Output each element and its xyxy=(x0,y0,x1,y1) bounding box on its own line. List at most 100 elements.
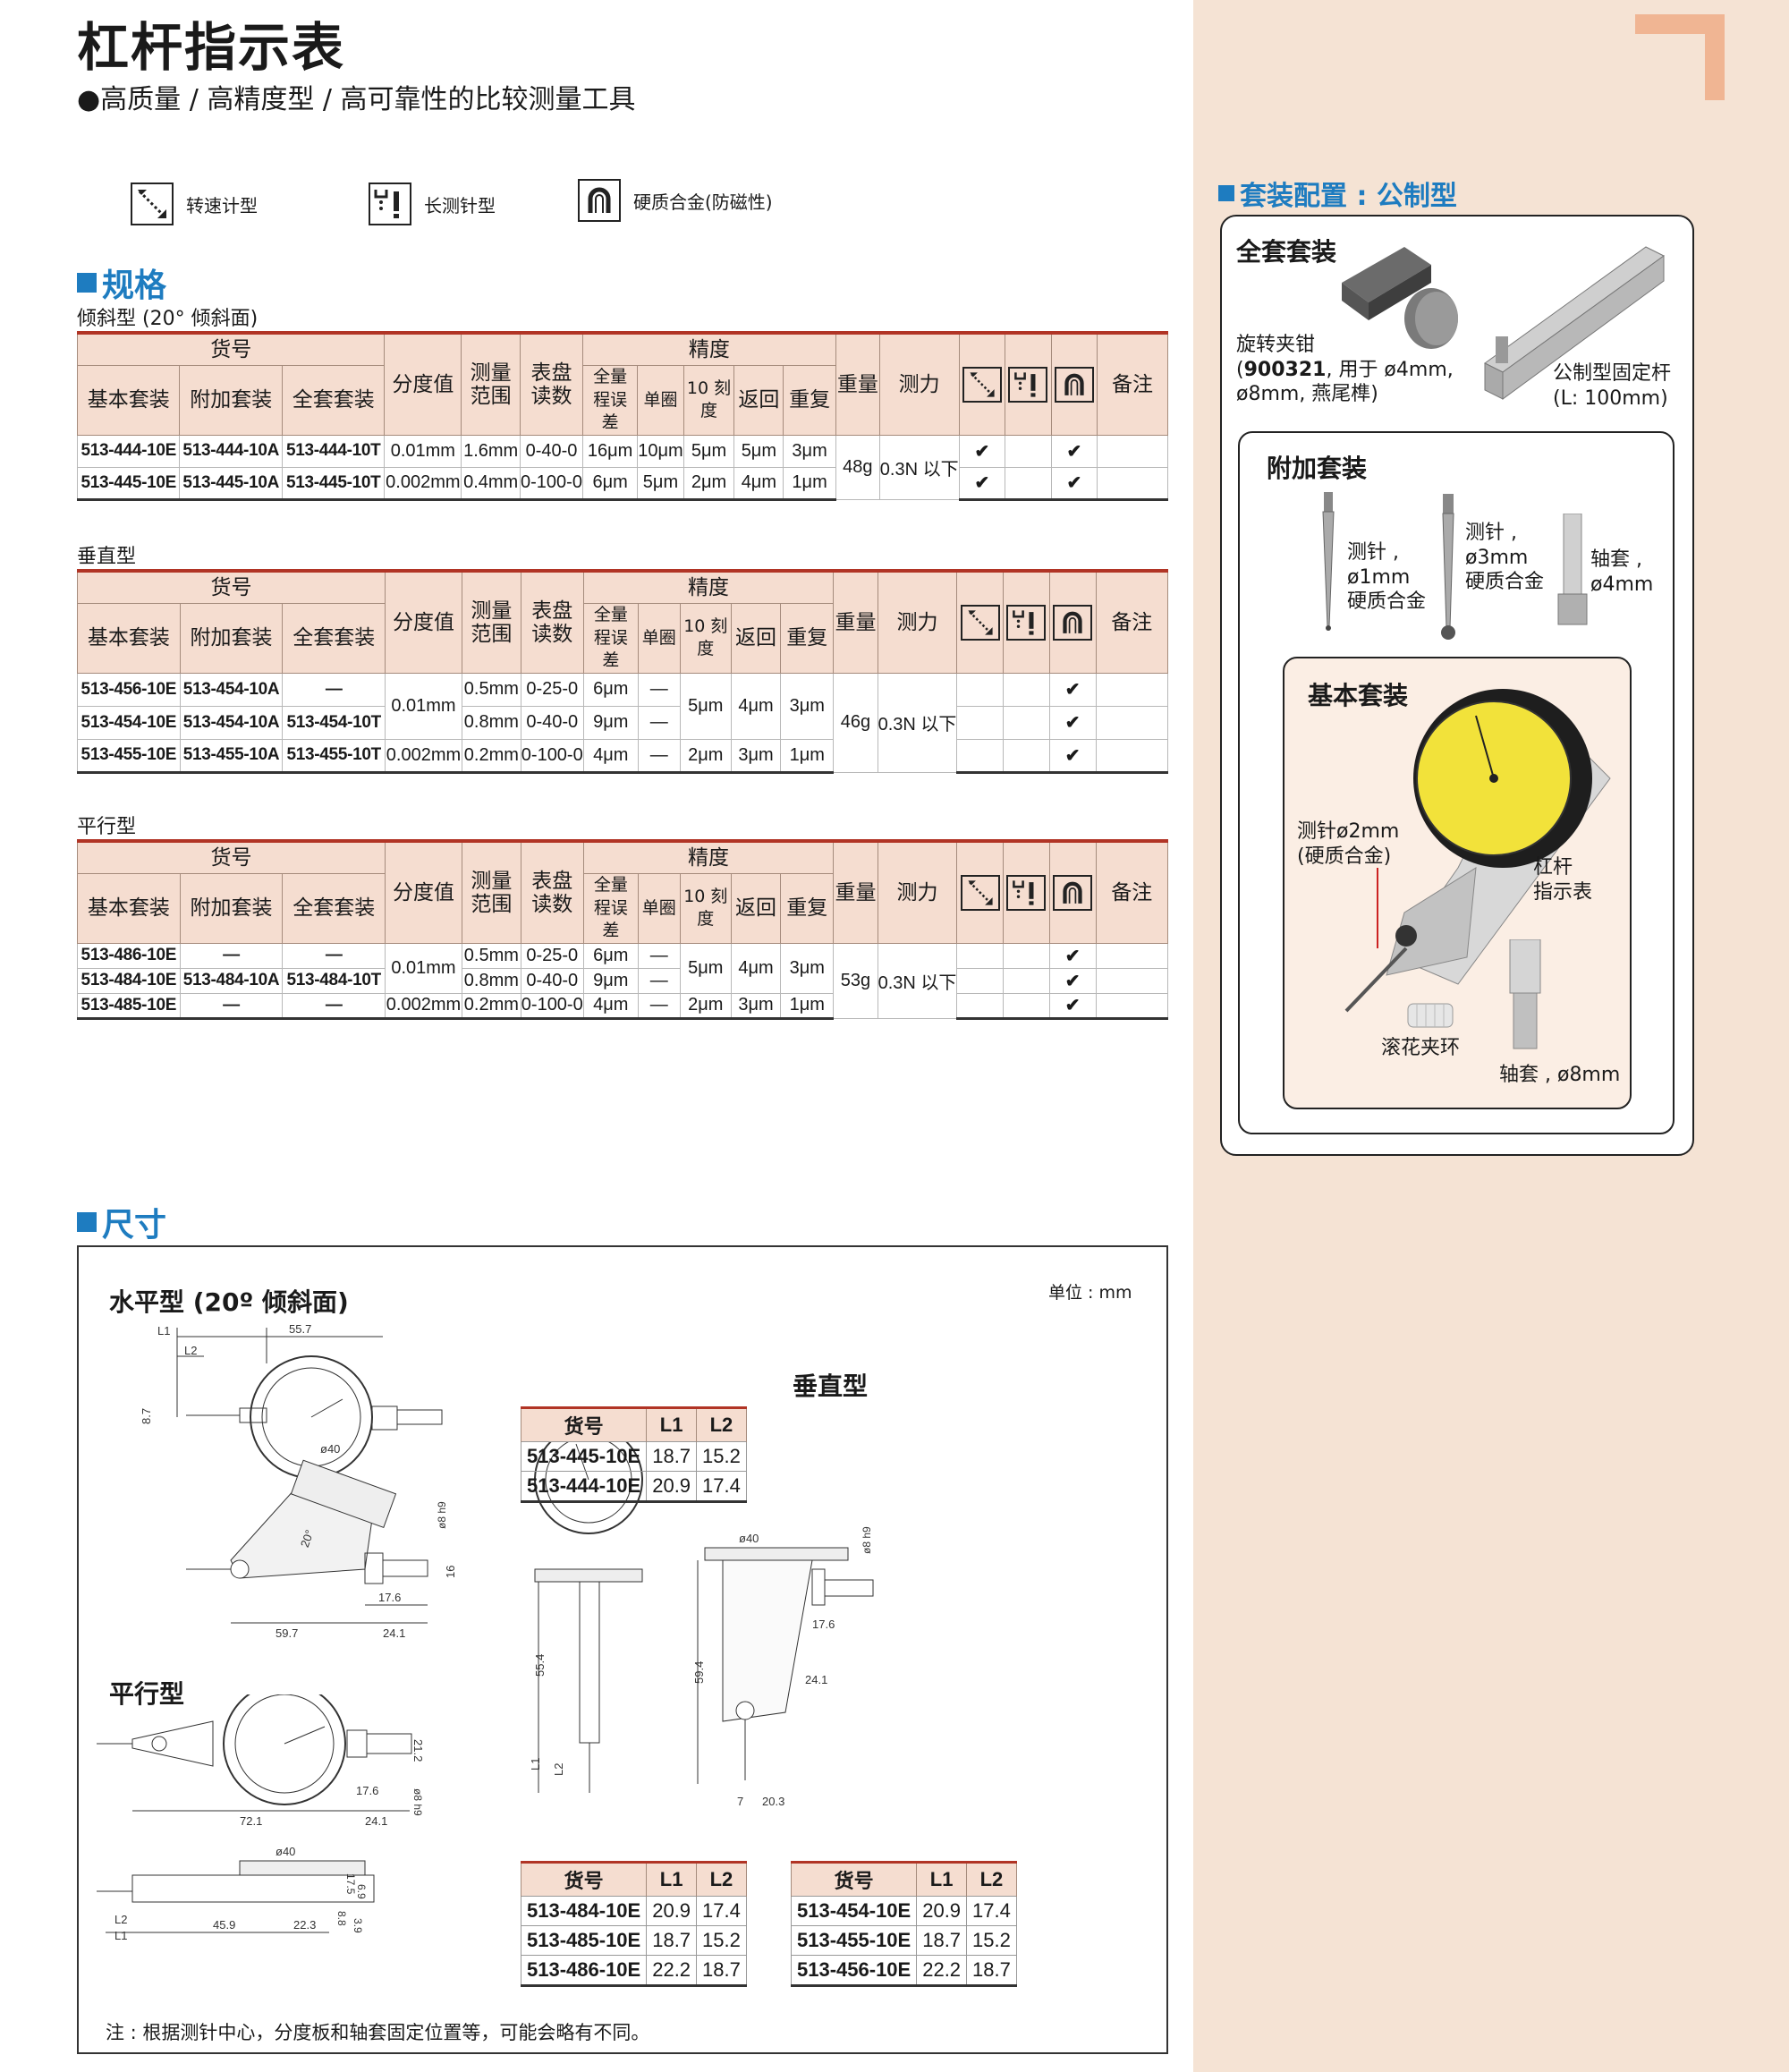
col-full-set: 全套套装 xyxy=(282,365,386,436)
cell-full: 513-484-10T xyxy=(282,967,386,994)
long-stylus-type-icon xyxy=(1006,604,1047,641)
cell-remark xyxy=(1097,466,1168,501)
col-weight: 重量 xyxy=(833,838,878,944)
col-graduation: 分度值 xyxy=(385,568,462,674)
col-force: 测力 xyxy=(877,568,958,674)
dim-text: 3.9 xyxy=(352,1918,364,1933)
tachometer-type-icon xyxy=(131,183,174,225)
corner-mark xyxy=(1635,14,1725,100)
check-mark: ✔ xyxy=(1048,738,1097,774)
cell-remark xyxy=(1095,967,1168,994)
col-add-set: 附加套装 xyxy=(179,365,284,436)
cell-weight: 46g xyxy=(833,672,878,773)
cell-range: 0.4mm xyxy=(461,466,521,501)
sleeve-8mm-illustration xyxy=(1509,939,1541,1049)
indicator-label: 杠杆指示表 xyxy=(1533,856,1593,904)
type-label-parallel: 平行型 xyxy=(77,816,137,838)
cell-dial: 0-100-0 xyxy=(520,738,584,774)
cell-rep: 3μm xyxy=(780,942,835,994)
basic-set-title: 基本套装 xyxy=(1308,681,1409,710)
col-hysteresis: 返回 xyxy=(733,365,784,436)
cell-dial: 0-25-0 xyxy=(520,942,584,969)
dim-text: ø40 xyxy=(320,1442,340,1456)
long-stylus-type-icon xyxy=(1006,874,1047,911)
cell-full: 513-454-10T xyxy=(282,705,386,740)
cell-weight: 48g xyxy=(835,434,880,500)
parallel-type-drawing: 21.2 17.6 ø8 h9 72.1 24.1 ø40 17.5 6.9 8… xyxy=(97,1694,425,1942)
col-force: 测力 xyxy=(878,330,960,436)
carbide-magnet-icon xyxy=(1054,366,1094,403)
cell-basic: 513-486-10E xyxy=(77,942,181,969)
cell-range: 0.5mm xyxy=(461,942,521,969)
col-basic-set: 基本套装 xyxy=(76,365,181,436)
col-l1: L1 xyxy=(646,1861,698,1897)
cell-add: 513-445-10A xyxy=(179,466,284,501)
cell-check xyxy=(956,672,1005,707)
dim-text: 6.9 xyxy=(355,1884,368,1899)
dim-text: 24.1 xyxy=(383,1626,405,1640)
cell-dial: 0-100-0 xyxy=(520,466,583,501)
col-range: 测量范围 xyxy=(461,838,521,944)
carbide-magnet-icon xyxy=(1053,874,1093,911)
col-tachometer xyxy=(956,568,1005,674)
dims-note: 注 : 根据测针中心，分度板和轴套固定位置等，可能会略有不同。 xyxy=(106,2022,650,2043)
page-title: 杠杆指示表 xyxy=(77,17,346,78)
dim-text: 7 xyxy=(737,1795,743,1808)
col-part-no: 货号 xyxy=(76,331,386,366)
sleeve-8mm-label: 轴套 , ø8mm xyxy=(1499,1064,1621,1086)
dim-text: 20° xyxy=(298,1528,317,1550)
cell-rep: 1μm xyxy=(780,738,835,774)
cell-range: 0.8mm xyxy=(461,705,521,740)
cell-range: 1.6mm xyxy=(461,434,521,468)
spec-table-tilt: 货号 分度值 测量范围 表盘读数 精度 重量 测力 备注 基本套装 附加套装 全… xyxy=(76,330,1168,501)
rod-label: 公制型固定杆 (L: 100mm) xyxy=(1553,362,1672,410)
cell-grad: 0.002mm xyxy=(385,738,462,774)
dim-text: L1 xyxy=(114,1929,127,1942)
check-mark: ✔ xyxy=(1048,705,1097,740)
cell-remark xyxy=(1097,434,1168,468)
cell-single: — xyxy=(637,738,681,774)
long-stylus-type-icon xyxy=(369,183,411,225)
dim-text: 17.6 xyxy=(812,1618,835,1631)
legend-item-long-stylus: 长测针型 xyxy=(369,183,496,225)
col-remark: 备注 xyxy=(1095,838,1168,944)
cell-single: — xyxy=(637,705,681,740)
sleeve-4mm-illustration xyxy=(1557,514,1588,625)
cell-rep: 3μm xyxy=(780,672,835,740)
cell-force: 0.3N 以下 xyxy=(877,672,958,773)
col-long-stylus xyxy=(1003,568,1050,674)
cell-ten: 5μm xyxy=(679,672,732,740)
dimensions-box: 水平型 (20º 倾斜面) 单位 : mm 垂直型 平行型 L1 L2 55.7… xyxy=(77,1245,1168,2054)
col-repeat: 重复 xyxy=(780,873,835,944)
cell-dial: 0-40-0 xyxy=(520,967,584,994)
dim-text: ø8 h9 xyxy=(411,1788,424,1816)
col-repeat: 重复 xyxy=(783,365,836,436)
tachometer-type-icon xyxy=(960,604,1000,641)
cell-force: 0.3N 以下 xyxy=(877,942,958,1019)
check-mark: ✔ xyxy=(1050,466,1098,501)
cell-full: — xyxy=(282,672,386,707)
cell-dial: 0-100-0 xyxy=(520,992,584,1020)
col-dial: 表盘读数 xyxy=(520,568,584,674)
sleeve-4mm-label: 轴套 ,ø4mm xyxy=(1590,548,1654,596)
cell-range: 0.8mm xyxy=(461,967,521,994)
dim-text: 22.3 xyxy=(293,1918,316,1932)
col-l1: L1 xyxy=(646,1406,698,1442)
horizontal-type-drawing: L1 L2 55.7 8.7 ø40 ø8 h9 20° 16 17.6 59.… xyxy=(140,1322,457,1640)
cell-single: — xyxy=(637,992,681,1020)
cell-check xyxy=(1003,705,1050,740)
table-row: 513-455-10E 513-455-10A 513-455-10T 0.00… xyxy=(77,738,1168,774)
cell-check xyxy=(956,942,1005,969)
cell-basic: 513-484-10E xyxy=(77,967,181,994)
dim-text: ø40 xyxy=(739,1532,759,1545)
col-full-range-error: 全量程误差 xyxy=(582,873,639,944)
col-hysteresis: 返回 xyxy=(730,603,782,674)
cell-check xyxy=(956,738,1005,774)
col-full-range-error: 全量程误差 xyxy=(581,365,639,436)
